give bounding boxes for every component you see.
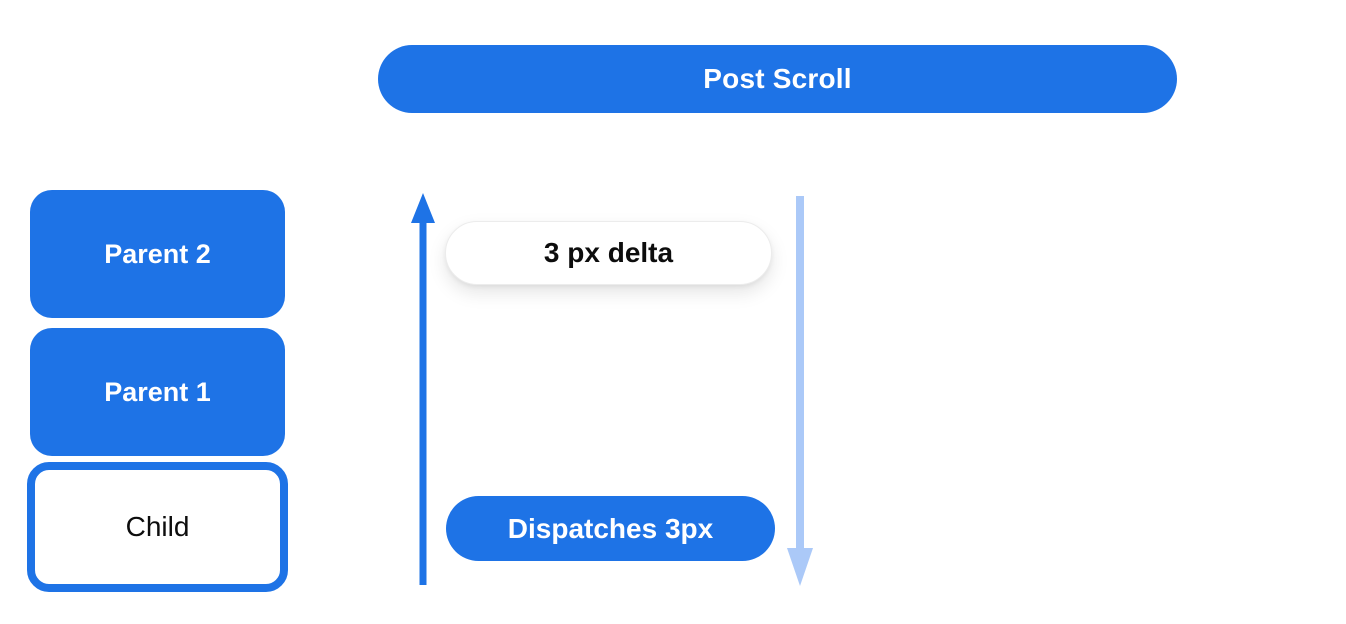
parent-2-label: Parent 2 [104,238,211,269]
parent-1-label: Parent 1 [104,376,211,407]
dispatch-label: Dispatches 3px [507,512,714,544]
delta-label: 3 px delta [543,237,674,268]
child-label: Child [125,511,190,542]
dispatch-pill: Dispatches 3px [446,496,775,561]
child-node: Child [27,462,288,592]
delta-pill: 3 px delta [445,221,772,285]
post-scroll-pill: Post Scroll [378,45,1177,113]
post-scroll-label: Post Scroll [703,63,852,94]
arrow-up-icon [411,193,435,585]
parent-2-node: Parent 2 [30,190,285,318]
arrow-down-icon [787,196,813,586]
parent-1-node: Parent 1 [30,328,285,456]
